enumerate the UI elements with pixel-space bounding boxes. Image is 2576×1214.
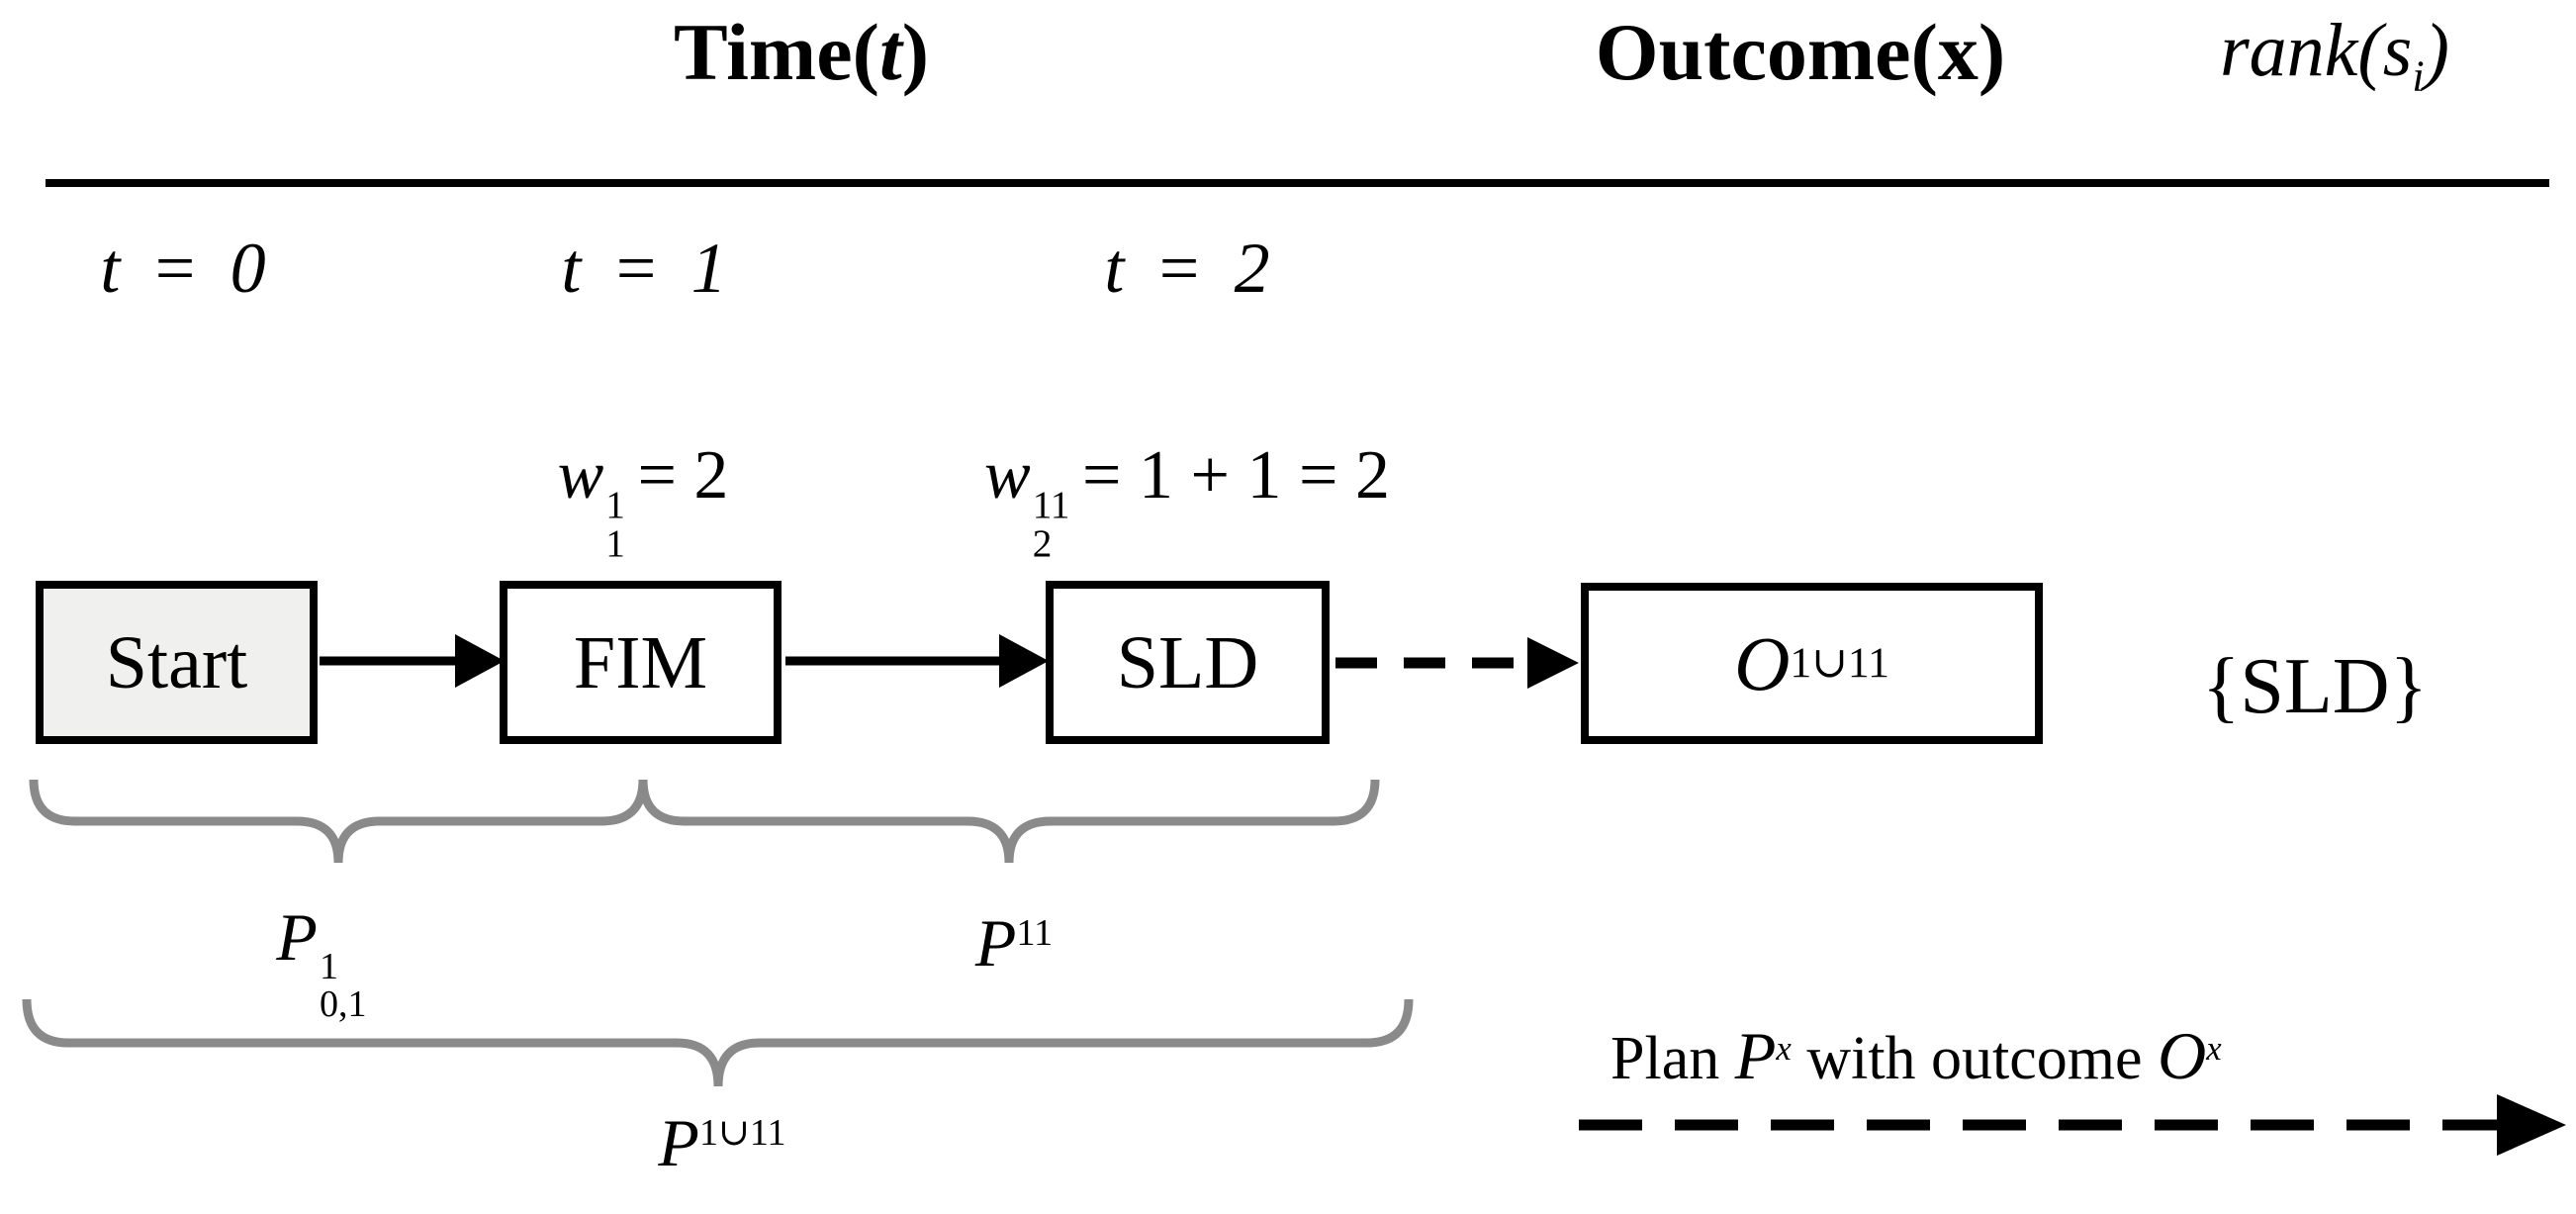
p11-variable: P xyxy=(974,905,1017,981)
p11-superscript: 11 xyxy=(1016,912,1054,955)
fim-node: FIM xyxy=(500,581,782,744)
w1-subscript: 1 xyxy=(605,521,625,565)
sld-node: SLD xyxy=(1046,581,1330,744)
legend-caption: Plan Px with outcome Ox xyxy=(1610,1018,2521,1093)
p01-variable: P xyxy=(276,899,318,975)
p01-subscript: 0,1 xyxy=(319,983,367,1026)
tick1-value: 1 xyxy=(690,229,727,308)
tick2-equals: = xyxy=(1158,229,1200,308)
fim-node-label: FIM xyxy=(573,620,708,704)
legend-outcome-variable: O xyxy=(2158,1018,2207,1093)
w1-variable: w xyxy=(557,437,604,514)
tick0-variable: t xyxy=(100,229,121,308)
legend-plan-superscript: x xyxy=(1776,1028,1792,1068)
legend-arrow-head xyxy=(2497,1094,2566,1156)
w2-superscript: 11 xyxy=(1032,483,1070,526)
tick1-equals: = xyxy=(615,229,657,308)
outcome-node-variable: O xyxy=(1734,619,1791,706)
brace-p01 xyxy=(29,779,648,864)
rank-value: {SLD} xyxy=(2137,643,2493,730)
start-node-label: Start xyxy=(105,620,248,704)
p1u11-superscript: 1∪11 xyxy=(698,1112,786,1155)
tick1-variable: t xyxy=(561,229,582,308)
tick0-value: 0 xyxy=(230,229,266,308)
legend-outcome-superscript: x xyxy=(2206,1028,2222,1068)
arrow-sld-to-outcome-head xyxy=(1527,637,1579,689)
outcome-header-prefix: Outcome( xyxy=(1595,7,1938,97)
rank-value-open-brace: { xyxy=(2202,643,2241,730)
time-tick-t2: t = 2 xyxy=(1083,229,1291,308)
rank-header-open-paren: ( xyxy=(2357,9,2383,92)
time-header-prefix: Time( xyxy=(673,7,879,97)
rank-header-variable: s xyxy=(2382,9,2413,92)
outcome-column-header: Outcome(x) xyxy=(1553,7,2048,97)
p01-superscript: 1 xyxy=(319,946,339,988)
outcome-header-suffix: ) xyxy=(1978,7,2006,97)
w1-equation: = 2 xyxy=(637,437,729,514)
w2-subscript: 2 xyxy=(1032,521,1053,565)
tick2-variable: t xyxy=(1104,229,1125,308)
p1u11-variable: P xyxy=(658,1105,699,1180)
time-header-variable: t xyxy=(878,7,902,97)
sld-node-label: SLD xyxy=(1116,620,1259,704)
rank-value-label: SLD xyxy=(2240,643,2390,730)
time-header-suffix: ) xyxy=(901,7,930,97)
tick2-value: 2 xyxy=(1234,229,1270,308)
tick0-equals: = xyxy=(154,229,196,308)
rank-header-word: rank xyxy=(2220,9,2358,92)
time-column-header: Time(t) xyxy=(613,7,989,97)
w2-variable: w xyxy=(984,437,1031,514)
plan-label-p1u11: P1∪11 xyxy=(603,1105,841,1180)
outcome-header-variable: x xyxy=(1937,7,1978,97)
rank-header-close-paren: ) xyxy=(2424,9,2449,92)
plan-label-p11: P11 xyxy=(920,905,1108,981)
w2-equation: = 1 + 1 = 2 xyxy=(1082,437,1390,514)
legend-plan-variable: P xyxy=(1734,1018,1777,1093)
brace-p1u11 xyxy=(22,998,1414,1087)
w1-superscript: 1 xyxy=(605,483,625,526)
arrow-start-to-fim-head xyxy=(455,634,505,688)
time-tick-t0: t = 0 xyxy=(79,229,287,308)
outcome-node-superscript: 1∪11 xyxy=(1790,638,1889,687)
arrow-fim-to-sld-head xyxy=(999,634,1049,688)
rank-value-close-brace: } xyxy=(2389,643,2428,730)
header-divider-line xyxy=(46,179,2549,187)
time-tick-t1: t = 1 xyxy=(540,229,748,308)
start-node: Start xyxy=(36,581,318,744)
rank-header-subscript: i xyxy=(2412,51,2425,101)
brace-p11 xyxy=(638,779,1380,864)
legend-words-with-outcome: with outcome xyxy=(1791,1025,2159,1092)
rank-column-header: rank(si) xyxy=(2157,9,2513,101)
legend-word-plan: Plan xyxy=(1610,1025,1735,1092)
